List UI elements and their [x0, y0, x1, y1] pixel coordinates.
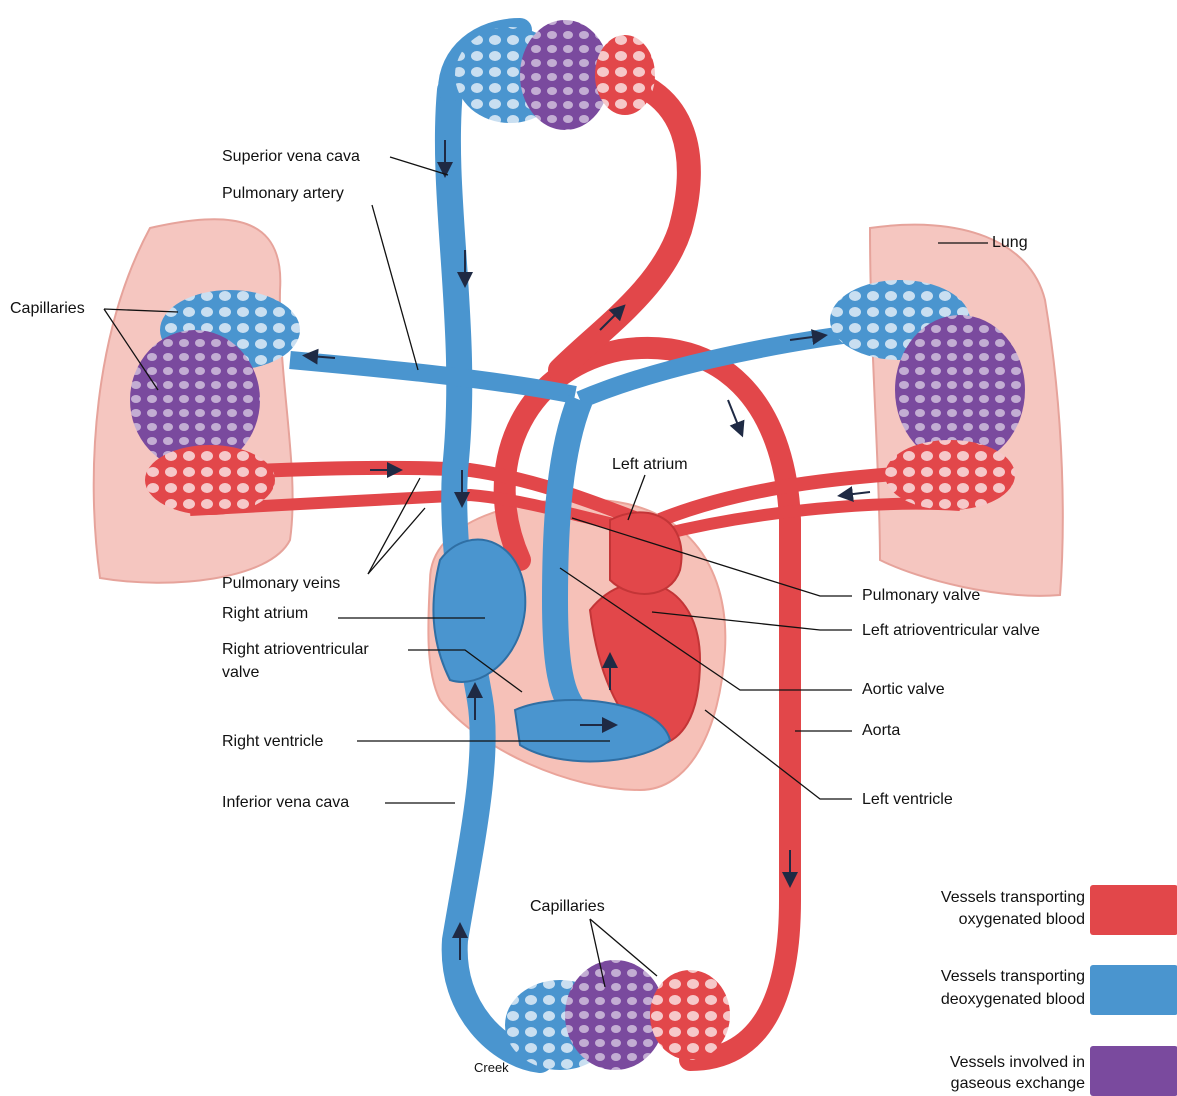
- credit-label: Creek: [474, 1058, 509, 1078]
- label-lung: Lung: [992, 233, 1028, 253]
- label-left-ventricle: Left ventricle: [862, 790, 953, 810]
- label-right-atrium: Right atrium: [222, 604, 308, 624]
- label-right-ventricle: Right ventricle: [222, 732, 323, 752]
- legend-swatch-oxygenated: [1090, 885, 1177, 935]
- legend-deoxygenated-line1: Vessels transporting: [941, 967, 1085, 987]
- label-right-av-valve-line2: valve: [222, 663, 259, 683]
- legend-oxygenated-line1: Vessels transporting: [941, 888, 1085, 908]
- label-pulmonary-artery: Pulmonary artery: [222, 184, 344, 204]
- label-aorta: Aorta: [862, 721, 900, 741]
- right-capillary-bed-red: [885, 440, 1015, 510]
- label-capillaries-bottom: Capillaries: [530, 897, 605, 917]
- pulmonary-artery-left: [290, 360, 575, 395]
- legend-deoxygenated-line2: deoxygenated blood: [941, 990, 1085, 1010]
- legend-swatch-deoxygenated: [1090, 965, 1177, 1015]
- label-capillaries-left: Capillaries: [10, 299, 85, 319]
- label-aortic-valve: Aortic valve: [862, 680, 945, 700]
- label-left-atrium: Left atrium: [612, 455, 688, 475]
- label-left-av-valve: Left atrioventricular valve: [862, 621, 1040, 641]
- legend-oxygenated-line2: oxygenated blood: [959, 910, 1085, 930]
- left-capillary-bed-red: [145, 445, 275, 515]
- left-atrium-chamber: [610, 512, 682, 594]
- bottom-capillary-bed-red: [650, 970, 730, 1060]
- label-right-av-valve-line1: Right atrioventricular: [222, 640, 369, 660]
- label-pulmonary-valve: Pulmonary valve: [862, 586, 980, 606]
- legend-swatch-exchange: [1090, 1046, 1177, 1096]
- legend-exchange-line1: Vessels involved in: [950, 1053, 1085, 1073]
- label-superior-vena-cava: Superior vena cava: [222, 147, 360, 167]
- top-capillary-bed-red: [595, 35, 655, 115]
- legend-exchange-line2: gaseous exchange: [951, 1074, 1085, 1094]
- label-inferior-vena-cava: Inferior vena cava: [222, 793, 349, 813]
- label-pulmonary-veins: Pulmonary veins: [222, 574, 340, 594]
